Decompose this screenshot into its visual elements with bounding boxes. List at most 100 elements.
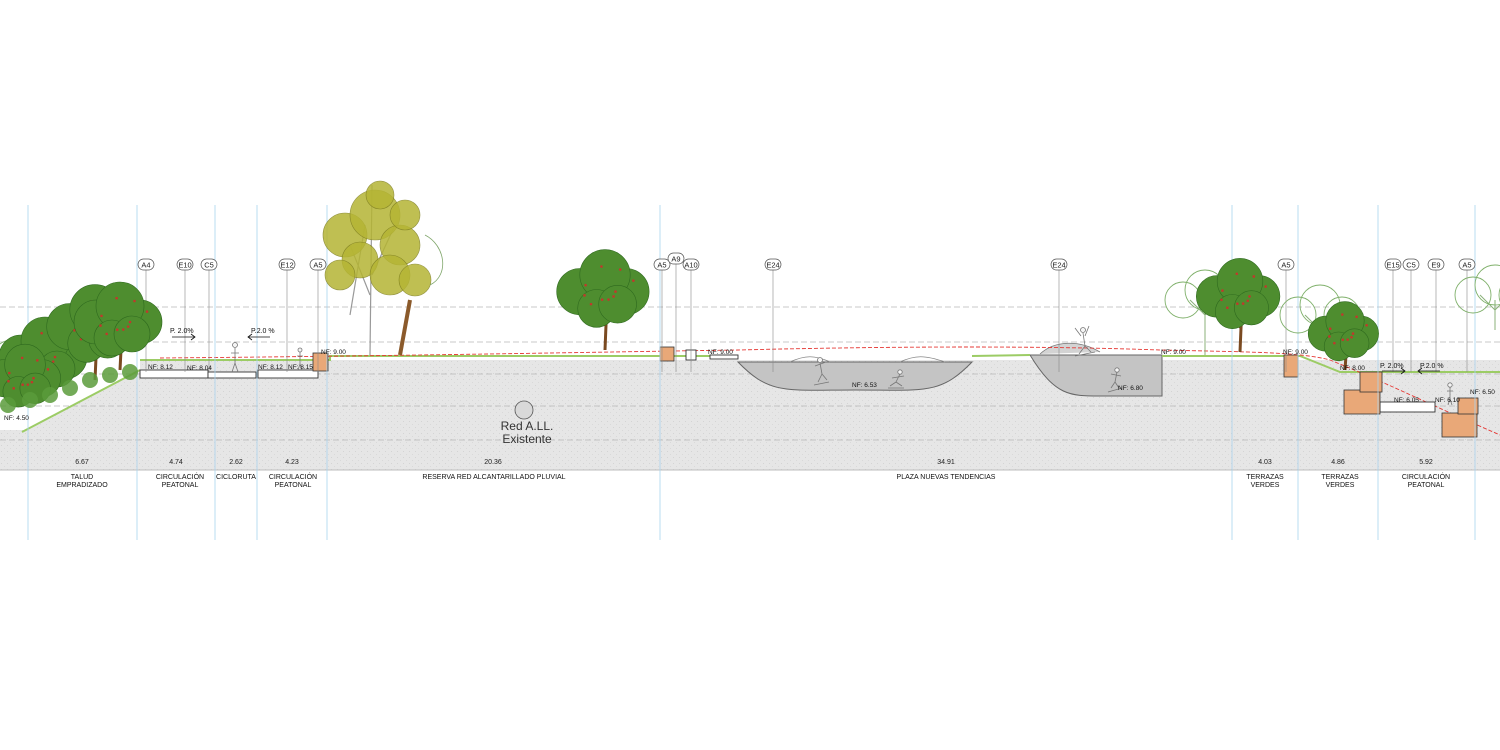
level-label: NF: 6.53 bbox=[852, 382, 877, 389]
level-label: NF: 9.00 bbox=[1283, 349, 1308, 356]
gridline-tag: A10 bbox=[684, 261, 697, 270]
slope-label: P.2.0 % bbox=[251, 328, 275, 335]
gridline-tag: E24 bbox=[766, 261, 779, 270]
dimension-labels: 6.67 4.74 2.62 4.23 20.36 34.91 4.03 4.8… bbox=[75, 459, 1433, 466]
shrub-icon bbox=[42, 387, 58, 403]
level-label: NF: 6.05 bbox=[1394, 397, 1419, 404]
level-label: NF: 6.10 bbox=[1435, 397, 1460, 404]
storm-pipe-circle bbox=[514, 400, 534, 420]
zone-label: CIRCULACIÓN bbox=[269, 472, 317, 481]
slope-indicators: P. 2.0% P.2.0 % P. 2.0% P.2.0 % bbox=[170, 328, 1444, 375]
tree-icon bbox=[1307, 301, 1379, 371]
tree-icon bbox=[1454, 264, 1500, 330]
surface-line bbox=[21, 354, 1500, 433]
dimension-label: 4.03 bbox=[1258, 459, 1272, 466]
gridline-tag-bubble bbox=[667, 252, 685, 265]
slope-arrow bbox=[1417, 367, 1440, 375]
dimension-label: 4.74 bbox=[169, 459, 183, 466]
gridline-tag-bubble bbox=[1277, 258, 1295, 271]
gridline-tag: A5 bbox=[1462, 261, 1471, 270]
shrub-icon bbox=[122, 364, 138, 380]
gridline-tag-bubble bbox=[200, 258, 218, 271]
zone-label: CIRCULACIÓN bbox=[1402, 472, 1450, 481]
dimension-label: 4.86 bbox=[1331, 459, 1345, 466]
gridline-tag: A4 bbox=[141, 261, 150, 270]
skate-bowl-right bbox=[1029, 342, 1163, 397]
gridline-tag: A9 bbox=[671, 255, 680, 264]
level-label: NF: 4.50 bbox=[4, 415, 29, 422]
shrub-icon bbox=[62, 380, 78, 396]
tree-icon bbox=[73, 281, 163, 371]
tree-icon bbox=[556, 249, 650, 351]
dimension-label: 6.67 bbox=[75, 459, 89, 466]
slope-arrow bbox=[172, 333, 196, 341]
level-label: NF: 8.00 bbox=[1340, 365, 1365, 372]
zone-label: PEATONAL bbox=[275, 482, 312, 489]
level-label: NF: 8.12 bbox=[258, 364, 283, 371]
slope-label: P.2.0 % bbox=[1420, 363, 1444, 370]
zone-label: VERDES bbox=[1326, 482, 1355, 489]
level-label: NF: 8.15 bbox=[288, 364, 313, 371]
gridline-tag-bubble bbox=[1458, 258, 1476, 271]
gridline-tag-bubble bbox=[682, 258, 700, 271]
gridline-tag: E9 bbox=[1431, 261, 1440, 270]
zone-label: PEATONAL bbox=[1408, 482, 1445, 489]
skate-bowl-left bbox=[736, 356, 974, 391]
pipe-label-line1: Red A.LL. bbox=[501, 419, 554, 433]
dimension-label: 34.91 bbox=[937, 459, 955, 466]
gridline-tag: A5 bbox=[313, 261, 322, 270]
gridline-tag: E10 bbox=[178, 261, 191, 270]
reference-lines bbox=[0, 306, 1500, 441]
gridline-tag-bubble bbox=[1050, 258, 1068, 271]
zone-label: TERRAZAS bbox=[1246, 474, 1284, 481]
zone-label: PLAZA NUEVAS TENDENCIAS bbox=[897, 474, 996, 481]
trees bbox=[0, 180, 1500, 413]
zone-label: RESERVA RED ALCANTARILLADO PLUVIAL bbox=[422, 474, 565, 481]
shrub-icon bbox=[102, 367, 118, 383]
dimension-label: 20.36 bbox=[484, 459, 502, 466]
gridline-tag: E12 bbox=[280, 261, 293, 270]
level-label: NF: 6.50 bbox=[1470, 389, 1495, 396]
pipe-label-line2: Existente bbox=[502, 432, 552, 446]
gridline-tag-bubble bbox=[1427, 258, 1445, 271]
gridline-tag-bubble bbox=[764, 258, 782, 271]
zone-label: CICLORUTA bbox=[216, 474, 256, 481]
level-label: NF: 9.00 bbox=[321, 349, 346, 356]
level-labels: NF: 4.50 NF: 8.12 NF: 8.04 NF: 8.12 NF: … bbox=[4, 349, 1495, 422]
gridline-tag-bubble bbox=[653, 258, 671, 271]
zone-label: CIRCULACIÓN bbox=[156, 472, 204, 481]
zone-labels: TALUD EMPRADIZADO CIRCULACIÓN PEATONAL C… bbox=[56, 472, 1450, 489]
gridline-tag-bubble bbox=[176, 258, 194, 271]
dimension-label: 2.62 bbox=[229, 459, 243, 466]
level-label: NF: 6.80 bbox=[1118, 385, 1143, 392]
slope-arrow bbox=[1382, 367, 1406, 375]
slope-label: P. 2.0% bbox=[170, 328, 194, 335]
gridline-tag-bubble bbox=[137, 258, 155, 271]
slope-label: P. 2.0% bbox=[1380, 363, 1404, 370]
gridline-tag: C5 bbox=[204, 261, 214, 270]
gridline-tag: E15 bbox=[1386, 261, 1399, 270]
slope-arrow bbox=[247, 333, 270, 341]
level-label: NF: 8.04 bbox=[187, 365, 212, 372]
level-label: NF: 8.12 bbox=[148, 364, 173, 371]
gridline-tag: E24 bbox=[1052, 261, 1065, 270]
shrub-icon bbox=[22, 392, 38, 408]
gridline-tag-bubble bbox=[1402, 258, 1420, 271]
zone-label: TALUD bbox=[71, 474, 93, 481]
dimension-label: 4.23 bbox=[285, 459, 299, 466]
gridline-tag: A5 bbox=[657, 261, 666, 270]
gridline-tag: A5 bbox=[1281, 261, 1290, 270]
gridline-tag-bubble bbox=[278, 258, 296, 271]
zone-label: VERDES bbox=[1251, 482, 1280, 489]
gridline-tag-bubble bbox=[309, 258, 327, 271]
dimension-label: 5.92 bbox=[1419, 459, 1433, 466]
people bbox=[231, 325, 1453, 406]
level-label: NF: 9.00 bbox=[708, 349, 733, 356]
zone-label: TERRAZAS bbox=[1321, 474, 1359, 481]
level-label: NF: 9.00 bbox=[1161, 349, 1186, 356]
shrub-icon bbox=[0, 397, 16, 413]
zone-label: PEATONAL bbox=[162, 482, 199, 489]
shrub-icon bbox=[82, 372, 98, 388]
